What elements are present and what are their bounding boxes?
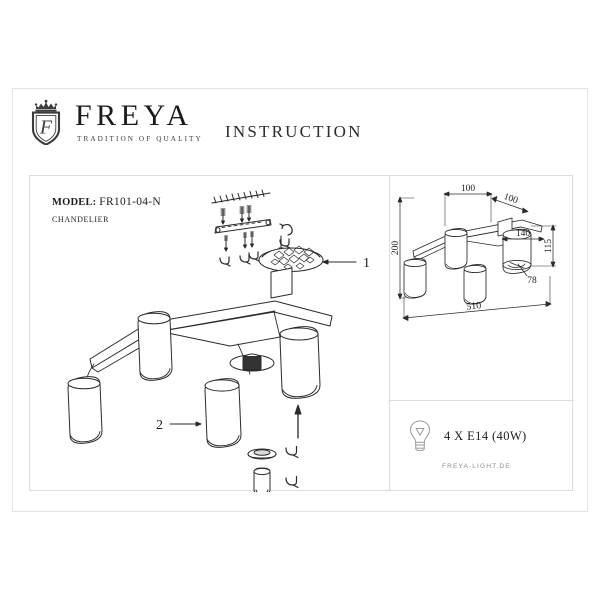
callout-2-leader (169, 421, 202, 427)
mounting-screws-upper (220, 205, 252, 225)
model-line: MODEL: FR101-04-N (52, 194, 161, 211)
page-title: INSTRUCTION (225, 117, 363, 143)
model-label: MODEL: (52, 197, 97, 208)
ceiling-mount-plate (258, 245, 324, 272)
freya-shield-crown-icon: F (31, 99, 61, 145)
dimension-label-140: 140 (516, 229, 531, 239)
content-box: MODEL: FR101-04-N CHANDELIER (29, 175, 574, 492)
lamp-shade-bottom (204, 378, 242, 448)
lamp-spec-text: 4 X E14 (40W) (444, 428, 527, 443)
chandelier-dimensions-icon: 100 100 200 140 115 78 510 (391, 184, 557, 321)
brand-tagline: TRADITION OF QUALITY (77, 135, 203, 143)
assembly-panel: MODEL: FR101-04-N CHANDELIER (30, 176, 389, 492)
lamp-shade-right (279, 326, 321, 399)
dimension-label-510: 510 (466, 300, 482, 312)
sheet-header: F FREYA TRADITION OF QUALITY INSTRUCTION (13, 89, 587, 175)
dimension-140 (501, 236, 545, 242)
shade-mount-up-arrow (294, 404, 302, 439)
dimension-label-200: 200 (391, 241, 401, 256)
exploded-parts-column (247, 448, 277, 492)
rotate-hook-icon (279, 223, 293, 249)
dimension-115 (530, 224, 557, 268)
lamp-spec-panel: 4 X E14 (40W) FREYA-LIGHT.DE (390, 401, 574, 491)
dimension-78 (517, 263, 528, 277)
svg-text:F: F (39, 117, 53, 139)
wall-anchors-upper (219, 251, 260, 267)
callout-1-leader (322, 259, 357, 265)
dimension-label-78: 78 (527, 276, 537, 286)
product-type: CHANDELIER (52, 212, 110, 225)
brand-wordmark: FREYA TRADITION OF QUALITY (75, 99, 203, 144)
panel-divider-horizontal (389, 400, 574, 401)
lamp-spec: 4 X E14 (40W) (408, 419, 527, 453)
lamp-shade-far-left (67, 376, 103, 444)
chandelier-assembly-exploded-icon: 1 2 (67, 189, 370, 492)
site-url: FREYA-LIGHT.DE (442, 463, 511, 470)
mounting-screws-lower (224, 231, 254, 252)
model-value: FR101-04-N (99, 196, 162, 208)
model-info: MODEL: FR101-04-N CHANDELIER (52, 194, 161, 227)
brand-lockup: F FREYA TRADITION OF QUALITY (27, 99, 203, 145)
dimensions-panel: 100 100 200 140 115 78 510 (390, 176, 574, 400)
dimension-label-100-right: 100 (502, 192, 519, 206)
mounting-bar (214, 219, 272, 234)
dimension-chandelier-outline (403, 217, 543, 305)
lamp-holder-body (229, 353, 275, 372)
dimension-label-100-left: 100 (461, 184, 476, 194)
light-bulb-icon (409, 420, 431, 452)
wall-anchors-right (285, 445, 299, 489)
dimension-label-115: 115 (544, 239, 554, 253)
dimension-200 (397, 196, 415, 300)
dimension-510 (402, 275, 552, 321)
lamp-shade-upper-left (137, 311, 173, 381)
callout-number-1: 1 (363, 256, 370, 271)
dimension-100-right (491, 196, 529, 214)
panel-divider-vertical (389, 176, 390, 490)
instruction-sheet: F FREYA TRADITION OF QUALITY INSTRUCTION… (12, 88, 588, 512)
ceiling-hatching (211, 189, 271, 204)
brand-name: FREYA (75, 99, 193, 132)
dimension-100-left (443, 191, 493, 227)
callout-number-2: 2 (156, 418, 163, 433)
